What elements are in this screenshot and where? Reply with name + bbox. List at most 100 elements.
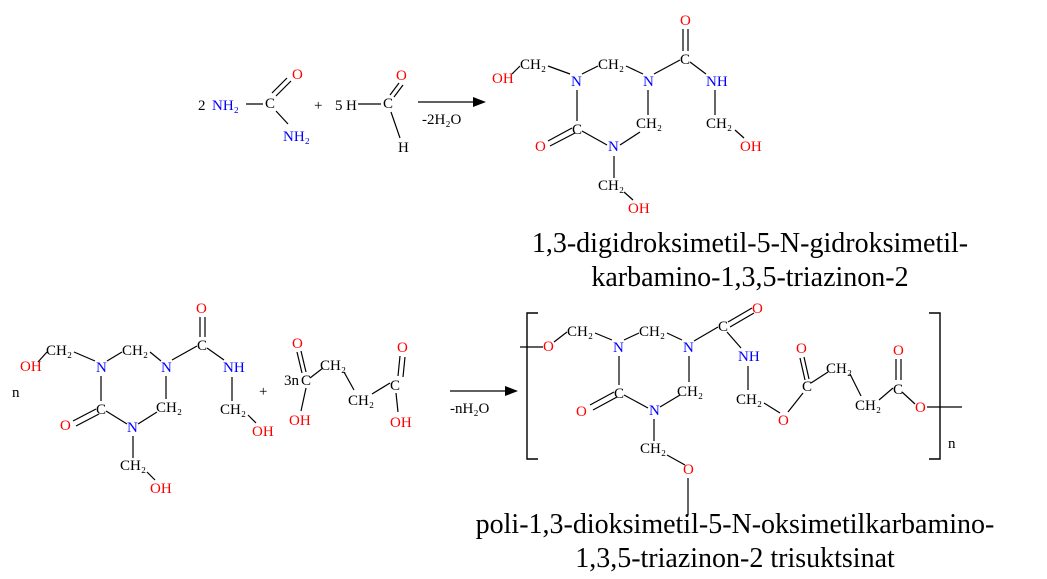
coefficient: 5 (335, 98, 343, 114)
nitrogen-atom: N (96, 360, 107, 376)
oxygen-atom: O (796, 341, 807, 357)
reaction1-product: OH CH₂ N CH₂ N C O NH CH₂ OH C O N CH₂ C… (492, 13, 762, 217)
oxygen-atom: O (196, 301, 207, 317)
oxygen-atom: OH (20, 359, 42, 375)
coefficient: n (12, 385, 20, 401)
coefficient: 2 (198, 98, 206, 114)
reaction-condition: -nH₂O (450, 401, 490, 417)
reaction-condition: -2H₂O (422, 112, 462, 128)
product1-caption: 1,3-digidroksimetil-5-N-gidroksimetil- k… (440, 227, 1047, 295)
methylene-group: CH₂ (706, 116, 732, 132)
caption-line: karbamino-1,3,5-triazinon-2 (591, 262, 909, 293)
caption-line: poli-1,3-dioksimetil-5-N-oksimetilkarbam… (475, 509, 995, 540)
oxygen-atom: OH (740, 139, 762, 155)
methylene-group: CH₂ (220, 402, 246, 418)
nitrogen-atom: N (161, 360, 172, 376)
reaction1-arrow: -2H₂O (418, 97, 486, 128)
reaction2-arrow: -nH₂O (450, 386, 518, 417)
carbon-atom: C (383, 96, 393, 112)
methylene-group: CH₂ (598, 178, 624, 194)
methylene-group: CH₂ (855, 398, 881, 414)
carbon-atom: C (197, 338, 207, 354)
oxygen-atom: OH (150, 481, 172, 497)
reaction2-succinic-acid: 3n C O OH CH₂ CH₂ C O OH (284, 336, 412, 431)
oxygen-atom: OH (289, 413, 311, 429)
carbon-atom: C (614, 386, 624, 402)
bonds (296, 350, 406, 413)
caption-line: 1,3,5-triazinon-2 trisuktsinat (575, 543, 895, 574)
nitrogen-atom: N (683, 340, 694, 356)
nitrogen-atom: N (127, 420, 138, 436)
nitrogen-atom: N (649, 403, 660, 419)
nitrogen-atom: NH (223, 360, 245, 376)
reaction2-polymer: O CH₂ N CH₂ N C O NH CH₂ O C O CH₂ CH₂ C… (520, 301, 962, 515)
bonds (511, 29, 745, 201)
methylene-group: CH₂ (156, 400, 182, 416)
nitrogen-atom: N (613, 340, 624, 356)
methylene-group: CH₂ (122, 343, 148, 359)
carbon-atom: C (96, 402, 106, 418)
methylene-group: CH₂ (320, 358, 346, 374)
oxygen-atom: O (680, 13, 691, 29)
methylene-group: CH₂ (826, 361, 852, 377)
carbon-atom: C (680, 52, 690, 68)
oxygen-atom: O (576, 404, 587, 420)
carbon-atom: C (802, 379, 812, 395)
nitrogen-atom: N (608, 139, 619, 155)
oxygen-atom: O (752, 301, 763, 317)
carbon-atom: C (893, 382, 903, 398)
methylene-group: CH₂ (520, 57, 546, 73)
methylene-group: CH₂ (736, 392, 762, 408)
bonds (246, 77, 292, 125)
oxygen-atom: OH (252, 424, 274, 440)
caption-line: 1,3-digidroksimetil-5-N-gidroksimetil- (531, 228, 969, 259)
oxygen-atom: O (292, 336, 303, 352)
hydrogen-atom: H (398, 140, 409, 156)
polymer-brackets (526, 312, 941, 460)
carbon-atom: C (718, 319, 728, 335)
methylene-group: CH₂ (348, 393, 374, 409)
plus-sign: + (259, 384, 267, 400)
methylene-group: CH₂ (639, 324, 665, 340)
bonds (520, 307, 962, 515)
reaction2-monomer: OH CH₂ N CH₂ N C O NH CH₂ OH C O N CH₂ C… (20, 301, 274, 497)
methylene-group: CH₂ (677, 384, 703, 400)
repeat-subscript: n (948, 436, 956, 452)
oxygen-atom: O (397, 340, 408, 356)
reaction1-reactant-formaldehyde: 5 H C O H (335, 68, 409, 156)
oxygen-atom: O (893, 343, 904, 359)
methylene-group: CH₂ (598, 57, 624, 73)
nitrogen-atom: NH₂ (212, 98, 239, 114)
oxygen-atom: O (683, 462, 694, 478)
nitrogen-atom: NH (706, 74, 728, 90)
hydrogen-atom: H (346, 98, 357, 114)
nitrogen-atom: NH (738, 349, 760, 365)
methylene-group: CH₂ (120, 458, 146, 474)
oxygen-atom: O (778, 413, 789, 429)
methylene-group: CH₂ (567, 324, 593, 340)
oxygen-atom: O (396, 68, 407, 84)
methylene-group: CH₂ (636, 116, 662, 132)
oxygen-atom: O (60, 418, 71, 434)
methylene-group: CH₂ (46, 343, 72, 359)
reaction1-reactant-urea: 2 NH₂ C O NH₂ (198, 67, 310, 145)
carbon-atom: C (301, 373, 311, 389)
oxygen-atom: O (915, 400, 926, 416)
plus-sign: + (314, 98, 322, 114)
bonds (37, 317, 257, 481)
nitrogen-atom: NH₂ (283, 129, 310, 145)
oxygen-atom: O (543, 339, 554, 355)
polymer-caption: poli-1,3-dioksimetil-5-N-oksimetilkarbam… (415, 508, 1047, 576)
bonds (358, 82, 404, 139)
oxygen-atom: O (535, 139, 546, 155)
carbon-atom: C (572, 122, 582, 138)
oxygen-atom: O (292, 67, 303, 83)
nitrogen-atom: N (643, 74, 654, 90)
oxygen-atom: OH (628, 201, 650, 217)
methylene-group: CH₂ (640, 441, 666, 457)
carbon-atom: C (390, 378, 400, 394)
nitrogen-atom: N (571, 74, 582, 90)
oxygen-atom: OH (492, 71, 514, 87)
oxygen-atom: OH (390, 415, 412, 431)
